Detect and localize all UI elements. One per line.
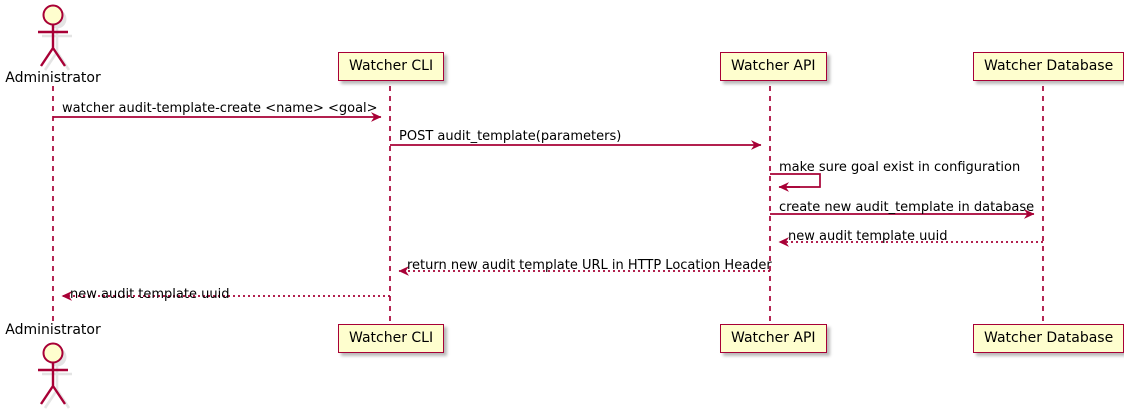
actor-figure-bottom: [38, 342, 72, 409]
message-label-2: POST audit_template(parameters): [399, 129, 622, 144]
message-label-1: watcher audit-template-create <name> <go…: [62, 101, 378, 116]
actor-figure-top: [38, 4, 72, 71]
message-label-3: make sure goal exist in configuration: [779, 160, 1021, 175]
participant-box-watcher-api-top[interactable]: Watcher API: [720, 52, 827, 81]
message-label-4: create new audit_template in database: [779, 200, 1035, 215]
message-arrow-3-self-loop: [770, 173, 821, 188]
actor-head-bottom: [42, 342, 64, 364]
participant-box-watcher-database-bottom[interactable]: Watcher Database: [973, 324, 1124, 353]
participant-box-watcher-api-bottom[interactable]: Watcher API: [720, 324, 827, 353]
actor-label-administrator-top: Administrator: [5, 70, 101, 86]
participant-box-watcher-database-top[interactable]: Watcher Database: [973, 52, 1124, 81]
actor-head-top: [42, 4, 64, 26]
participant-box-watcher-cli-top[interactable]: Watcher CLI: [338, 52, 445, 81]
message-label-6: return new audit template URL in HTTP Lo…: [407, 258, 772, 273]
message-label-7: new audit template uuid: [70, 287, 230, 302]
actor-label-administrator-bottom: Administrator: [5, 322, 101, 338]
participant-box-watcher-cli-bottom[interactable]: Watcher CLI: [338, 324, 445, 353]
actor-body-top: [38, 24, 68, 67]
message-label-5: new audit template uuid: [788, 229, 948, 244]
actor-body-bottom: [38, 362, 68, 405]
